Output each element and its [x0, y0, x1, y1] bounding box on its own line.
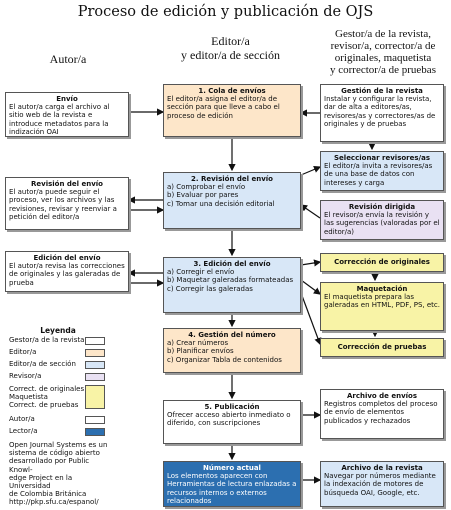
- diagram-title: Proceso de edición y publicación de OJS: [77, 4, 374, 20]
- column-manager: Gestor/a de la revista,revisor/a, correc…: [330, 28, 436, 76]
- legend-item-correct-originales: Correct. de originales: [9, 385, 85, 393]
- box-edicion-envio: 3. Edición del envío a) Corregir el enví…: [163, 257, 301, 313]
- box-revision-envio: 2. Revisión del envío a) Comprobar el en…: [163, 172, 301, 229]
- legend-swatch-revisor: [85, 373, 105, 381]
- legend-item-lector: Lector/a: [9, 427, 38, 435]
- legend-item-revisor: Revisor/a: [9, 372, 42, 380]
- legend-swatch-gestor: [85, 337, 105, 345]
- legend-item-editor-seccion: Editor/a de sección: [9, 360, 76, 368]
- legend-swatch-correctores: [85, 385, 105, 409]
- box-correccion-originales: Corrección de originales: [320, 253, 444, 272]
- legend-item-editor: Editor/a: [9, 348, 37, 356]
- legend-item-correct-pruebas: Correct. de pruebas: [9, 401, 79, 409]
- legend-item-maquetista: Maquetista: [9, 393, 48, 401]
- column-author: Autor/a: [49, 52, 87, 66]
- legend-item-autor: Autor/a: [9, 415, 35, 423]
- legend-swatch-lector: [85, 428, 105, 436]
- legend-item-gestor: Gestor/a de la revista: [9, 336, 85, 344]
- box-correccion-pruebas: Corrección de pruebas: [320, 338, 444, 357]
- legend: Leyenda: [5, 322, 111, 506]
- legend-swatch-editor: [85, 349, 105, 357]
- legend-title: Leyenda: [40, 326, 76, 335]
- legend-swatch-editor-seccion: [85, 361, 105, 369]
- legend-swatch-autor: [85, 416, 105, 424]
